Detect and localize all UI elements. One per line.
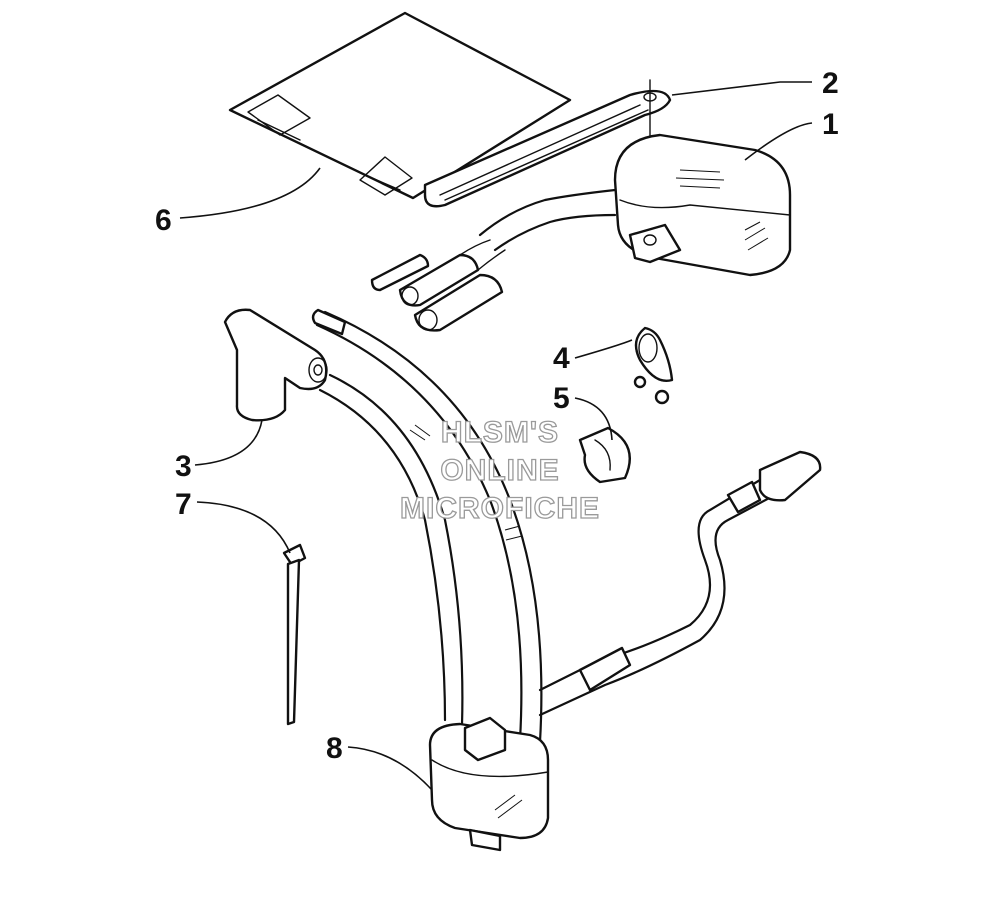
part-2-bracket-strap [423,79,672,241]
callout-4: 4 [553,342,570,375]
callout-6: 6 [155,204,172,237]
watermark-line-3: MICROFICHE [400,492,600,525]
callout-7: 7 [175,488,192,521]
watermark-line-2: ONLINE [440,454,559,487]
part-6-decal-sheet [228,11,572,200]
part-4-wire-clip [633,326,674,405]
part-3-spark-plug-cap [223,308,328,422]
part-1-cdi-box [370,133,792,332]
watermark-line-1: HLSM'S [441,416,559,449]
part-7-cable-tie [282,543,307,726]
leader-lines [179,81,813,791]
callout-8: 8 [326,732,343,765]
part-5-clamp [578,426,631,484]
callout-1: 1 [822,108,839,141]
callout-5: 5 [553,382,570,415]
callout-2: 2 [822,67,839,100]
part-8-ignition-coil [311,308,822,852]
callout-3: 3 [175,450,192,483]
